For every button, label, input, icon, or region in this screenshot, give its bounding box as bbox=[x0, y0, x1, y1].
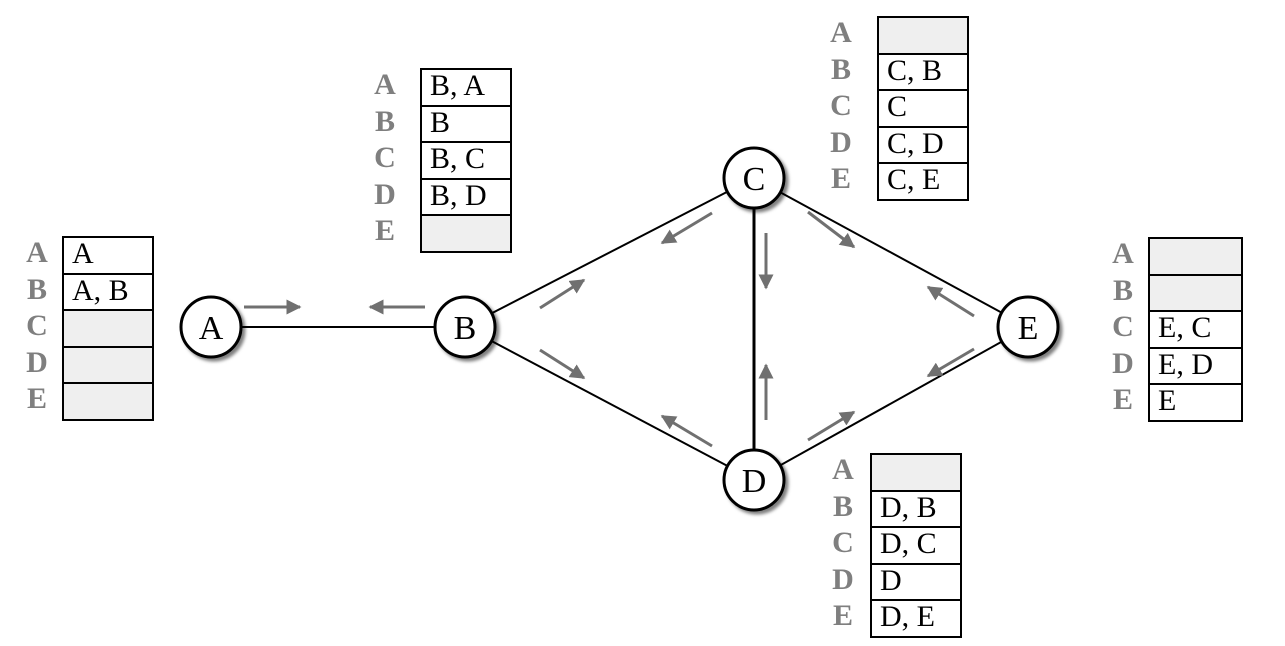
dest-label: E bbox=[1112, 383, 1133, 417]
dest-label: A bbox=[832, 453, 854, 486]
node-label: C bbox=[743, 161, 766, 198]
edge-B-D bbox=[464, 326, 755, 481]
path-cell: E, C bbox=[1148, 310, 1243, 349]
path-cell: B, C bbox=[420, 141, 512, 180]
dest-label: A bbox=[830, 16, 852, 49]
node-A: A bbox=[179, 295, 243, 359]
dest-label: B bbox=[832, 489, 853, 523]
node-circle bbox=[722, 146, 786, 210]
dest-label: B bbox=[1112, 273, 1133, 307]
edge-C-E bbox=[753, 177, 1029, 328]
node-D: D bbox=[722, 448, 786, 512]
dest-label: D bbox=[832, 562, 854, 596]
dest-label: B bbox=[374, 104, 395, 138]
path-cell bbox=[870, 453, 962, 492]
node-label: A bbox=[199, 310, 224, 347]
path-cell bbox=[62, 345, 154, 385]
path-cell bbox=[62, 382, 154, 421]
path-cell bbox=[420, 214, 512, 253]
node-label: E bbox=[1018, 310, 1039, 347]
path-cell: D bbox=[870, 562, 962, 602]
node-B: B bbox=[433, 295, 497, 359]
path-cell: A, B bbox=[62, 272, 154, 312]
node-label: B bbox=[454, 310, 477, 347]
path-cell: C, B bbox=[877, 52, 969, 92]
node-circle bbox=[996, 295, 1060, 359]
dest-label: A bbox=[26, 236, 48, 269]
path-cell: C bbox=[877, 89, 969, 128]
arrow-2 bbox=[539, 278, 586, 310]
edge-B-C bbox=[464, 177, 755, 328]
path-cell: E bbox=[1148, 383, 1243, 422]
path-cell: A bbox=[62, 236, 154, 275]
exchange-arrows bbox=[244, 210, 975, 448]
arrow-3 bbox=[660, 211, 713, 245]
arrow-11 bbox=[926, 347, 975, 378]
dest-label: A bbox=[374, 68, 396, 101]
path-cell: D, B bbox=[870, 489, 962, 529]
node-E: E bbox=[996, 295, 1060, 359]
dest-label: E bbox=[374, 214, 395, 248]
arrow-4 bbox=[539, 348, 586, 380]
edge-D-E bbox=[753, 326, 1029, 481]
path-cell: E, D bbox=[1148, 346, 1243, 386]
dest-label: E bbox=[26, 382, 47, 416]
dest-label: C bbox=[374, 141, 396, 175]
node-C: C bbox=[722, 146, 786, 210]
node-circle bbox=[179, 295, 243, 359]
dest-label: D bbox=[374, 177, 396, 211]
dest-label: C bbox=[26, 309, 48, 343]
path-cell: C, E bbox=[877, 162, 969, 201]
dest-label: A bbox=[1112, 237, 1134, 270]
path-cell: D, C bbox=[870, 526, 962, 565]
path-cell: B, A bbox=[420, 68, 512, 107]
arrow-10 bbox=[807, 410, 856, 442]
dest-label: E bbox=[832, 599, 853, 633]
edges bbox=[211, 177, 1029, 481]
path-cell: D, E bbox=[870, 599, 962, 638]
dest-label: D bbox=[830, 125, 852, 159]
dest-label: B bbox=[830, 52, 851, 86]
dest-label: D bbox=[1112, 346, 1134, 380]
path-cell bbox=[1148, 273, 1243, 313]
dest-label: C bbox=[830, 89, 852, 123]
path-cell bbox=[1148, 237, 1243, 276]
arrow-9 bbox=[926, 285, 975, 318]
path-cell bbox=[62, 309, 154, 348]
node-label: D bbox=[742, 463, 767, 500]
node-circle bbox=[433, 295, 497, 359]
arrow-8 bbox=[807, 210, 856, 249]
path-cell: B bbox=[420, 104, 512, 144]
path-cell: B, D bbox=[420, 177, 512, 217]
path-cell: C, D bbox=[877, 125, 969, 165]
path-cell bbox=[877, 16, 969, 55]
dest-label: C bbox=[832, 526, 854, 560]
dest-label: B bbox=[26, 272, 47, 306]
dest-label: C bbox=[1112, 310, 1134, 344]
node-circle bbox=[722, 448, 786, 512]
arrow-5 bbox=[660, 414, 713, 448]
dest-label: D bbox=[26, 345, 48, 379]
dest-label: E bbox=[830, 162, 851, 196]
